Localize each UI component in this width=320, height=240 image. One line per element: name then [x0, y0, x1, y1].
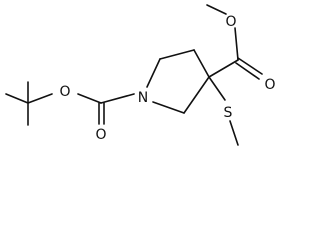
bond-quat-c-to-ester-c — [208, 59, 239, 78]
atom-label-carbamate-o-ether: O — [59, 84, 70, 100]
bond-ring-n-to-c2 — [146, 58, 161, 88]
bond-sulfur-to-methyl — [229, 120, 239, 146]
bond-ring-c4-to-c5 — [183, 76, 210, 114]
bond-o-to-methyl — [206, 4, 227, 15]
atom-label-carbamate-o-carbonyl: O — [95, 127, 106, 143]
bond-lines — [5, 4, 263, 146]
atom-label-ester-o-methyl: O — [225, 14, 236, 30]
bond-quat-c-to-sulfur — [208, 76, 226, 101]
bond-ester-double-a — [237, 57, 263, 75]
bond-ester-double-b — [235, 62, 260, 80]
bond-carbonyl-c-to-n — [100, 93, 135, 104]
atom-label-nitrogen: N — [138, 90, 148, 106]
bond-ester-c-to-o-methyl — [234, 27, 239, 61]
bond-tbu-to-oxygen — [27, 93, 53, 104]
atom-label-ester-o-carbonyl: O — [264, 77, 275, 93]
bond-ring-c5-to-n — [152, 101, 185, 114]
atom-label-sulfur: S — [224, 105, 233, 121]
atom-labels: O O S N O O — [59, 14, 275, 143]
bond-oxygen-to-carbonyl-c — [77, 93, 102, 104]
bond-ring-c2-to-c3 — [159, 49, 195, 60]
bond-ring-c3-to-c4 — [193, 49, 210, 78]
chemical-structure-diagram: O O S N O O — [5, 4, 276, 146]
bond-tbu-methyl-left — [5, 93, 29, 104]
